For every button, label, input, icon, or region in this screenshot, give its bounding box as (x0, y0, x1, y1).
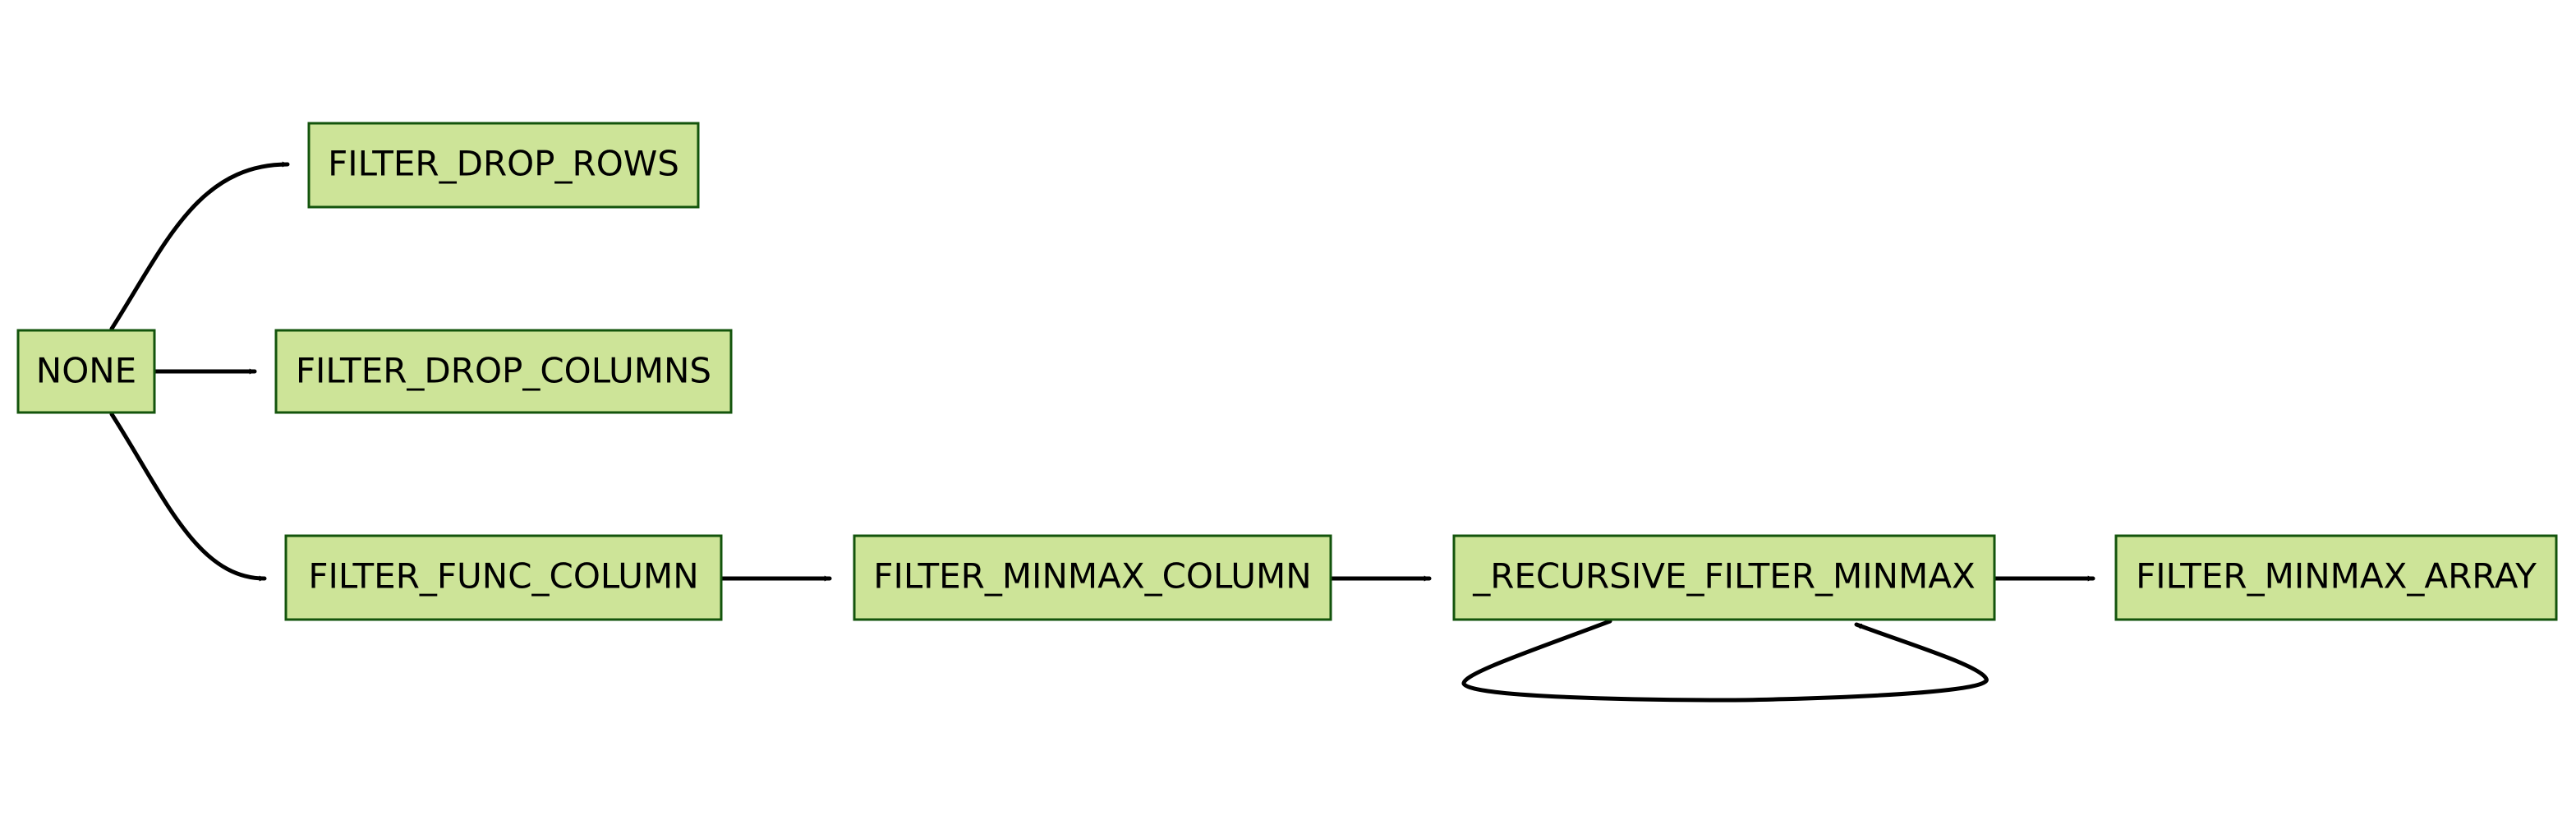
edge-none-to-filter-func-column (109, 412, 267, 582)
edge-none-to-filter-drop-rows (109, 161, 290, 331)
node-filter-drop-rows[interactable]: FILTER_DROP_ROWS (307, 122, 700, 209)
edge-recursive-filter-minmax-self-loop (1461, 619, 1989, 703)
node-recursive-filter-minmax[interactable]: _RECURSIVE_FILTER_MINMAX (1452, 534, 1996, 621)
node-filter-drop-columns-label: FILTER_DROP_COLUMNS (296, 351, 711, 391)
node-filter-func-column[interactable]: FILTER_FUNC_COLUMN (284, 534, 723, 621)
node-filter-minmax-column[interactable]: FILTER_MINMAX_COLUMN (853, 534, 1332, 621)
node-filter-minmax-array[interactable]: FILTER_MINMAX_ARRAY (2114, 534, 2558, 621)
node-none[interactable]: NONE (16, 329, 156, 414)
node-filter-drop-rows-label: FILTER_DROP_ROWS (328, 144, 679, 184)
node-none-label: NONE (36, 351, 136, 391)
node-filter-minmax-array-label: FILTER_MINMAX_ARRAY (2136, 556, 2537, 597)
node-filter-drop-columns[interactable]: FILTER_DROP_COLUMNS (274, 329, 733, 414)
node-filter-minmax-column-label: FILTER_MINMAX_COLUMN (873, 556, 1311, 597)
node-recursive-filter-minmax-label: _RECURSIVE_FILTER_MINMAX (1472, 556, 1976, 597)
node-filter-func-column-label: FILTER_FUNC_COLUMN (308, 556, 698, 597)
